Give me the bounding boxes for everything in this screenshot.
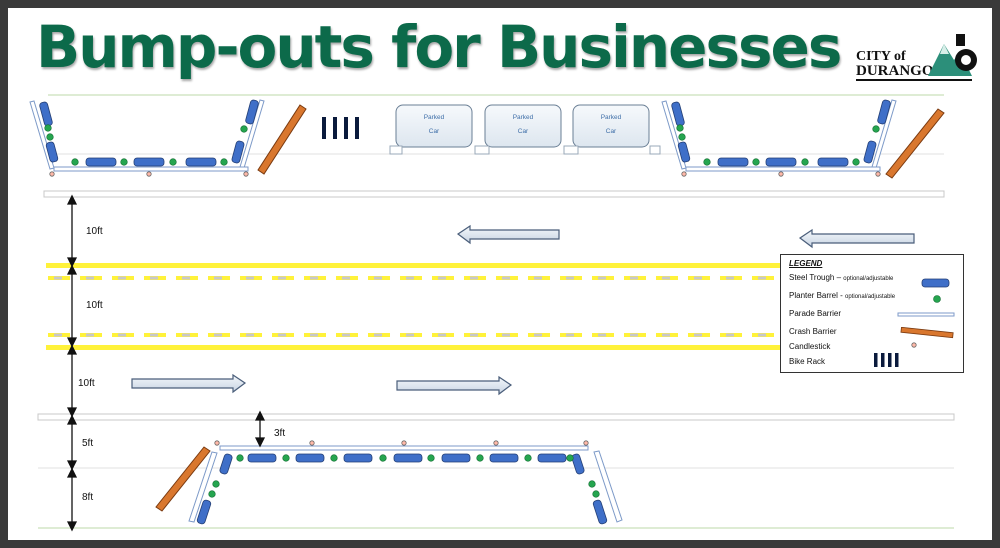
legend-separator: – [834,273,844,282]
dim-label-bike: 5ft [82,438,93,449]
dim-label-lane3: 10ft [78,378,95,389]
parked-car-1: Parked Car [395,104,473,148]
parade-barrier [53,166,249,172]
parked-car-2: Parked Car [484,104,562,148]
centerline-yellow-top [46,263,786,280]
legend-label: Parade Barrier [789,309,842,318]
legend-item-candlestick: Candlestick [789,342,830,351]
crash-barrier-icon [900,327,954,339]
parade-barrier-icon [897,312,955,317]
parking-stops [389,145,661,155]
bumpout-top-left [29,99,307,177]
parked-car-label: Parked [424,114,445,121]
dim-label-parking: 8ft [82,492,93,503]
parade-barrier [219,445,589,451]
bike-rack-icon [874,353,899,367]
logo-text-line2: DURANGO [856,63,934,79]
city-logo: CITY of DURANGO [856,30,986,90]
arrow-eastbound-1 [131,373,247,394]
street-diagram: Parked Car Parked Car Parked Car [29,94,955,532]
planter-barrel-icon [933,295,941,303]
legend-item-parade-barrier: Parade Barrier [789,309,841,318]
legend-label: Crash Barrier [789,327,837,336]
bumpout-bottom [155,440,623,525]
arrow-westbound-2 [798,228,915,249]
legend-note: optional/adjustable [845,294,896,300]
bike-lane-line-bottom [37,413,955,421]
legend-item-steel-trough: Steel Trough – optional/adjustable [789,273,893,282]
parade-barrier [685,166,881,172]
bike-lane-line-top [43,190,945,198]
legend-label: Steel Trough [789,273,835,282]
legend-separator: - [837,291,846,300]
legend: LEGEND Steel Trough – optional/adjustabl… [780,254,964,373]
arrow-eastbound-2 [396,375,513,396]
bike-rack [322,117,359,139]
page-title: Bump-outs for Businesses [36,13,842,81]
dim-label-lane2: 10ft [86,300,103,311]
legend-label: Candlestick [789,342,831,351]
legend-label: Planter Barrel [789,291,838,300]
legend-title: LEGEND [789,259,823,268]
parked-car-label: Car [518,128,529,135]
logo-mountain-icon [856,34,977,81]
legend-note: optional/adjustable [843,276,894,282]
parked-car-label: Parked [513,114,534,121]
crash-barrier [257,104,307,175]
crash-barrier [155,446,211,512]
parade-barrier [593,450,623,523]
diagram-frame: Bump-outs for Businesses CITY of DURANGO [8,8,992,540]
centerline-yellow-bottom [46,333,786,350]
parked-car-label: Parked [601,114,622,121]
crash-barrier [885,108,945,179]
logo-text-line1: CITY of [856,49,906,64]
legend-item-bike-rack: Bike Rack [789,357,825,366]
parked-car-label: Car [429,128,440,135]
arrow-westbound-1 [456,224,560,245]
steel-trough-icon [921,278,950,288]
bumpout-top-right [661,99,945,179]
legend-item-crash-barrier: Crash Barrier [789,327,837,336]
parked-car-label: Car [606,128,617,135]
dim-label-lane1: 10ft [86,226,103,237]
parade-barrier [188,451,218,523]
parked-car-3: Parked Car [572,104,650,148]
legend-label: Bike Rack [789,357,826,366]
legend-item-planter-barrel: Planter Barrel - optional/adjustable [789,291,895,300]
dim-label-offset: 3ft [274,428,285,439]
candlestick-icon [911,342,917,348]
